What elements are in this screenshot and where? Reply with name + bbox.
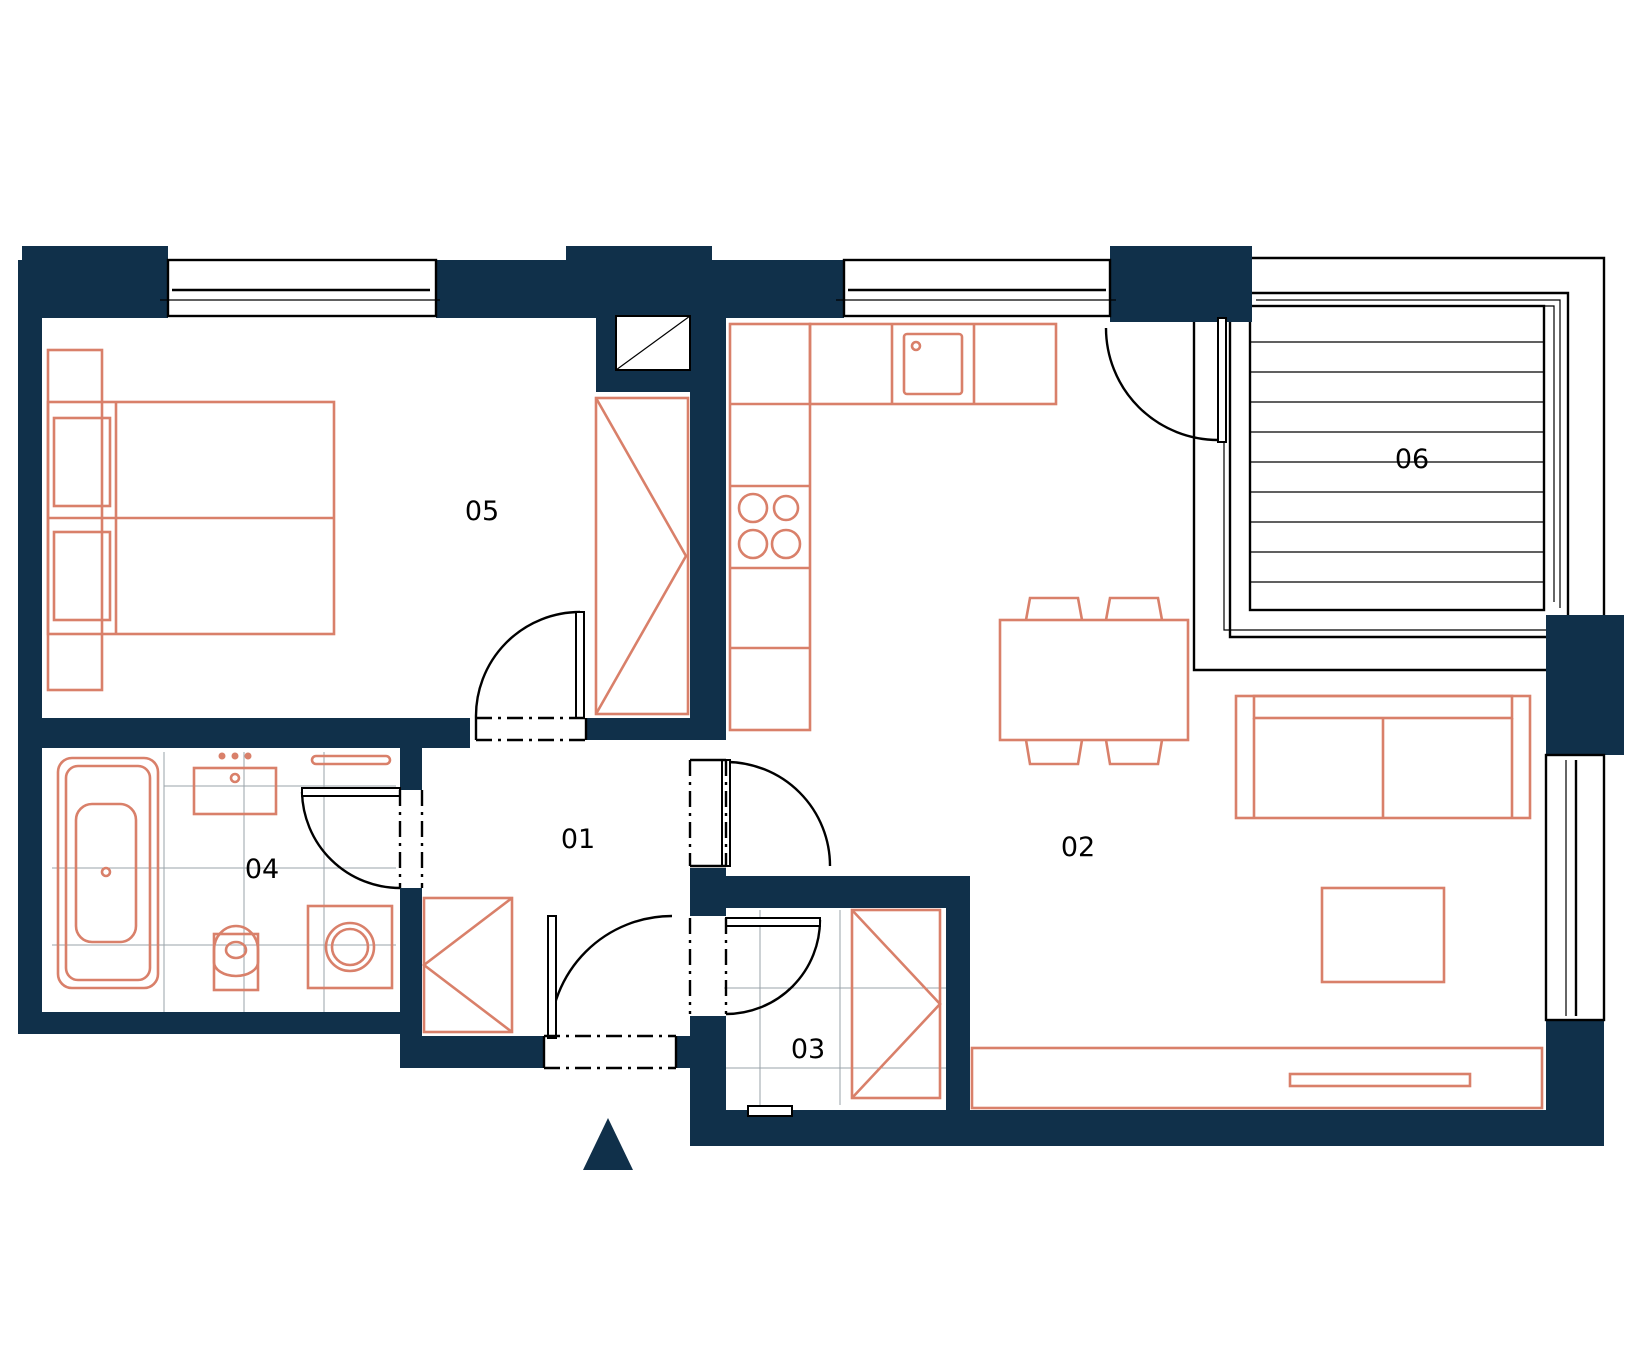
towel-rail [310,754,392,766]
sofa [1234,694,1532,820]
dining-table [998,596,1190,766]
room-label-04: 04 [245,854,279,885]
sink [192,752,278,816]
room-label-06: 06 [1395,444,1429,475]
room-label-03: 03 [791,1034,825,1065]
coffee-table [1320,886,1446,984]
walls [18,246,1624,1146]
toilet [212,924,260,992]
kitchen-counter [728,322,1058,732]
balcony [1192,256,1606,672]
bed [46,348,336,692]
room-label-05: 05 [465,496,499,527]
wardrobe [594,396,690,716]
shaft [615,315,691,371]
tv-stand [970,1046,1544,1110]
entrance-arrow-icon [583,1118,633,1170]
room-label-01: 01 [561,824,595,855]
storage-shelf [850,908,942,1100]
windows [160,258,1606,1022]
bathtub [56,756,160,990]
hall-cabinet [421,896,514,1034]
doors [300,317,1227,1070]
storage-vent [747,1105,793,1117]
room-label-02: 02 [1061,832,1095,863]
washing-machine [306,904,394,990]
